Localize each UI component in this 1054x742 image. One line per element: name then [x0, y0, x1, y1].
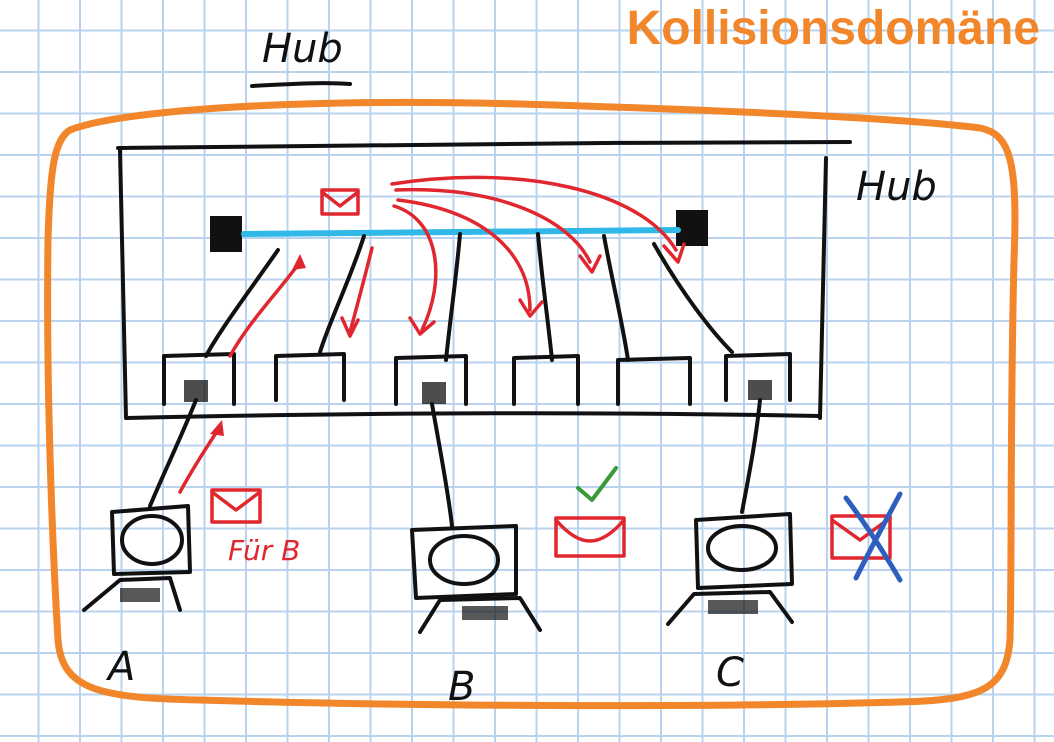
internal-bus — [241, 227, 681, 237]
sender-note: Für B — [228, 534, 300, 567]
computer-label-b: B — [448, 664, 475, 710]
arrow-to-port5 — [394, 187, 592, 264]
monitor-a — [110, 504, 192, 576]
title-underline — [250, 81, 352, 88]
arrow-to-port2 — [348, 246, 374, 334]
arrow-a-to-hub — [178, 428, 220, 494]
bus-link-5 — [602, 234, 630, 362]
check-icon — [576, 466, 618, 502]
computer-label-a: A — [105, 644, 135, 690]
hub-left-edge — [118, 148, 128, 420]
hub-port-1 — [162, 352, 236, 406]
frame-envelope-icon — [320, 188, 360, 216]
cable-a — [148, 398, 198, 508]
hub-device: Hub — [116, 140, 937, 420]
keyboard-a — [82, 576, 182, 612]
hub-port-4 — [512, 354, 580, 406]
arrow-to-port4 — [396, 198, 532, 312]
hub-port-5 — [616, 356, 692, 406]
bus-end-left — [210, 216, 242, 252]
bus-link-6 — [652, 242, 734, 354]
title-text: Hub — [262, 26, 343, 72]
hub-right-edge — [818, 156, 828, 420]
arrow-to-port6 — [390, 175, 678, 252]
hub-label: Hub — [856, 164, 937, 210]
broadcast-arrows — [228, 175, 686, 358]
arrow-head-port3 — [408, 316, 436, 336]
computer-a: A — [82, 504, 192, 690]
arrow-head-port6 — [662, 242, 686, 264]
arrow-to-port3 — [392, 204, 438, 332]
cable-c — [740, 398, 762, 514]
sent-frame-envelope-icon — [210, 488, 262, 524]
hub-bottom-edge — [124, 411, 822, 420]
accepted-frame-envelope-icon — [554, 516, 626, 558]
arrow-head-port5 — [578, 254, 602, 274]
collision-domain-boundary — [44, 98, 1019, 710]
computer-c: C — [666, 512, 794, 696]
computer-b: B — [410, 524, 542, 710]
monitor-c — [694, 512, 794, 590]
arrow-port1-to-bus — [228, 260, 302, 358]
collision-domain-heading: Kollisionsdomäne — [627, 2, 1040, 55]
hub-top-edge — [116, 140, 852, 150]
arrow-head-port4 — [518, 298, 544, 318]
hub-port-3 — [394, 354, 468, 406]
bus-link-1 — [204, 248, 280, 358]
hub-port-6 — [724, 352, 792, 402]
bus-link-4 — [536, 232, 554, 362]
computer-label-c: C — [716, 650, 744, 696]
arrow-head-a — [210, 420, 224, 436]
hub-port-2 — [274, 352, 346, 402]
keyboard-c — [666, 590, 794, 626]
cross-icon — [843, 491, 903, 583]
bus-link-2 — [318, 234, 366, 354]
bus-end-right — [676, 210, 708, 246]
bus-link-3 — [444, 232, 462, 362]
arrow-head-port2 — [340, 316, 360, 338]
cable-b — [430, 402, 454, 528]
arrow-head-up — [292, 254, 306, 270]
keyboard-b — [418, 596, 542, 634]
monitor-b — [410, 524, 518, 600]
